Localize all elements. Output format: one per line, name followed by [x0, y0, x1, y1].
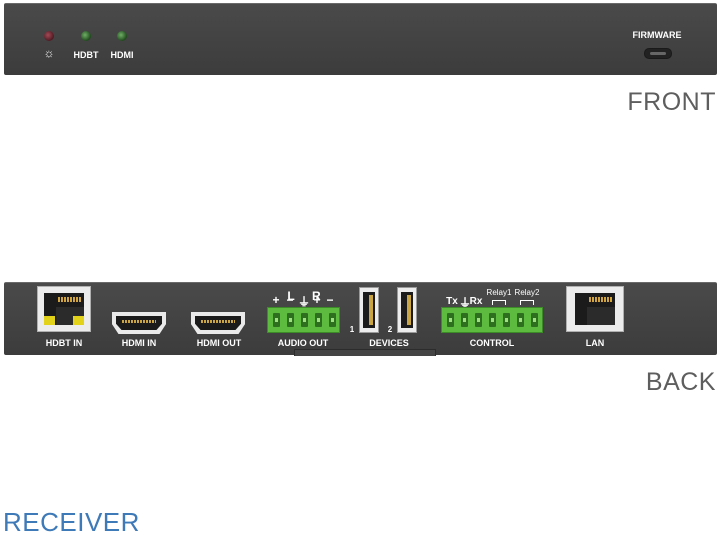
power-led: [44, 31, 54, 41]
audio-minus-1: −: [286, 293, 294, 307]
hdmi-out-label: HDMI OUT: [196, 338, 242, 348]
audio-minus-2: −: [326, 293, 334, 307]
audio-out-terminal[interactable]: [267, 307, 340, 333]
hdbt-link-led: [44, 316, 55, 325]
control-ground-icon: ⏚: [459, 296, 472, 310]
device-usb-port-2[interactable]: [397, 287, 417, 333]
lan-port[interactable]: [566, 286, 624, 332]
firmware-label: FIRMWARE: [632, 30, 682, 40]
relay2-symbol-icon: [520, 300, 534, 305]
control-tx-mark: Tx: [446, 296, 458, 307]
hdmi-led: [117, 31, 127, 41]
relay1-symbol-icon: [492, 300, 506, 305]
panel-bottom-tab: [294, 349, 436, 356]
front-section-label: FRONT: [627, 88, 716, 116]
front-panel: ☼ HDBT HDMI FIRMWARE: [4, 3, 717, 75]
audio-out-label: AUDIO OUT: [277, 338, 329, 348]
audio-right-mark: R: [312, 289, 321, 303]
device-2-number: 2: [387, 325, 393, 334]
devices-label: DEVICES: [369, 338, 409, 348]
hdmi-in-port[interactable]: [112, 312, 166, 334]
hdmi-out-port[interactable]: [191, 312, 245, 334]
control-label: CONTROL: [469, 338, 515, 348]
receiver-title: RECEIVER: [3, 507, 140, 537]
device-usb-port-1[interactable]: [359, 287, 379, 333]
control-terminal[interactable]: [441, 307, 543, 333]
device-1-number: 1: [349, 325, 355, 334]
relay1-label: Relay1: [486, 288, 512, 297]
audio-plus-1: +: [272, 293, 280, 307]
back-section-label: BACK: [645, 368, 716, 396]
back-panel: HDBT IN HDMI IN HDMI OUT L R + − ⏚ + − A…: [4, 282, 717, 356]
firmware-usb-port[interactable]: [644, 48, 672, 59]
audio-left-mark: L: [287, 289, 295, 303]
control-rx-mark: Rx: [469, 296, 483, 307]
hdmi-in-label: HDMI IN: [121, 338, 157, 348]
hdbt-in-label: HDBT IN: [45, 338, 83, 348]
hdmi-led-label: HDMI: [110, 50, 134, 60]
hdbt-led-label: HDBT: [73, 50, 99, 60]
hdbt-led: [81, 31, 91, 41]
audio-plus-2: +: [313, 293, 321, 307]
relay2-label: Relay2: [514, 288, 540, 297]
power-icon: ☼: [43, 46, 55, 60]
hdbt-in-port[interactable]: [37, 286, 91, 332]
hdbt-activity-led: [73, 316, 84, 325]
lan-label: LAN: [585, 338, 605, 348]
ground-icon: ⏚: [297, 295, 310, 309]
